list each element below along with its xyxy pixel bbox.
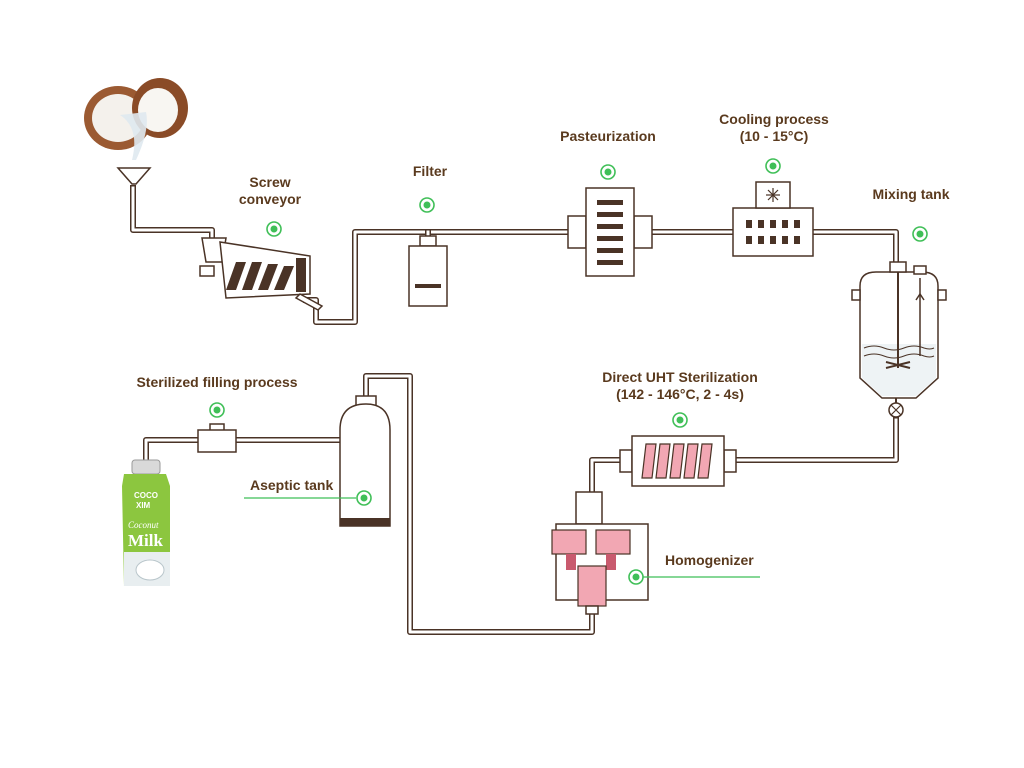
cooler-unit [732, 181, 814, 257]
label-mixing-tank: Mixing tank [872, 186, 949, 202]
marker-homogenizer [628, 569, 644, 585]
aseptic-tank [339, 395, 391, 527]
marker-pasteurization [600, 164, 616, 180]
homogenizer-unit [551, 491, 649, 615]
marker-mixing-tank [912, 226, 928, 242]
pipe-funnel-to-conveyor [130, 185, 215, 243]
pipe-uht-to-homogenizer [589, 457, 623, 495]
marker-aseptic-tank [356, 490, 372, 506]
pipe-cooler-to-mixing-tank [810, 229, 899, 273]
marker-filter [419, 197, 435, 213]
label-cooling-process-line2: (10 - 15°C) [740, 128, 809, 144]
screw-conveyor [199, 237, 324, 311]
mixing-tank [851, 261, 947, 418]
pack-product-line2: Milk [128, 531, 163, 550]
marker-sterilized-filling [209, 402, 225, 418]
coconut-milk-carton-image: COCO XIM Coconut Milk [122, 459, 170, 586]
pipe-network [130, 185, 899, 635]
pipe-filler-to-pack [143, 437, 201, 461]
label-homogenizer: Homogenizer [665, 552, 754, 568]
label-pasteurization: Pasteurization [560, 128, 656, 144]
marker-cooling-process [765, 158, 781, 174]
label-cooling-process-line1: Cooling process [719, 111, 829, 127]
uht-sterilizer [619, 435, 737, 487]
pack-product-line1: Coconut [128, 520, 159, 530]
pack-brand-line2: XIM [136, 501, 151, 510]
coconut-image [84, 78, 188, 160]
label-screw-conveyor-line1: Screw [249, 174, 290, 190]
label-filter: Filter [413, 163, 448, 179]
label-uht-line2: (142 - 146°C, 2 - 4s) [616, 386, 744, 402]
label-aseptic-tank: Aseptic tank [250, 477, 333, 493]
marker-screw-conveyor [266, 221, 282, 237]
filter-unit [408, 235, 448, 307]
pipe-mixing-tank-to-uht [733, 417, 899, 463]
label-screw-conveyor-line2: conveyor [239, 191, 302, 207]
marker-uht-sterilization [672, 412, 688, 428]
filler-unit [197, 423, 237, 453]
pack-brand-line1: COCO [134, 491, 158, 500]
label-sterilized-filling: Sterilized filling process [136, 374, 297, 390]
label-uht-line1: Direct UHT Sterilization [602, 369, 758, 385]
pasteurizer-unit [567, 187, 653, 277]
snowflake-icon [766, 188, 780, 202]
funnel [116, 167, 152, 185]
